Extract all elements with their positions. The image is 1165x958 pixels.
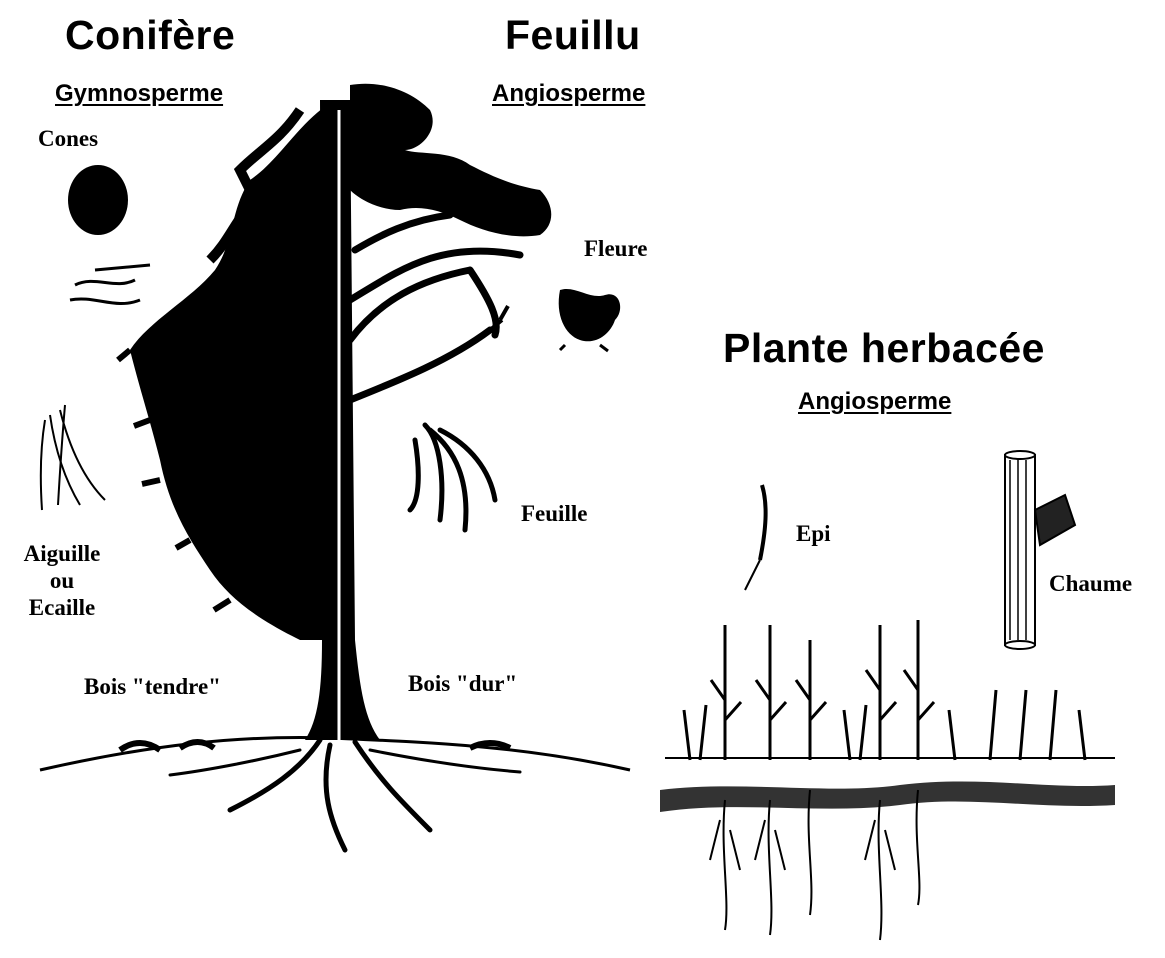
conifer-subtitle: Gymnosperme	[55, 80, 223, 108]
ear-icon	[745, 485, 766, 590]
soil-layer	[660, 781, 1115, 812]
grass-illustration	[660, 620, 1115, 940]
needle-label-line3: Ecaille	[8, 594, 116, 621]
herbaceous-title: Plante herbacée	[723, 325, 1045, 372]
culm-label: Chaume	[1049, 571, 1132, 597]
flower-icon	[559, 289, 621, 351]
deciduous-title: Feuillu	[505, 12, 641, 59]
culm-icon	[1005, 451, 1075, 649]
ear-label: Epi	[796, 521, 831, 547]
needle-label: Aiguille ou Ecaille	[8, 540, 116, 621]
conifer-crown	[118, 100, 340, 640]
softwood-label: Bois "tendre"	[84, 674, 221, 700]
herbaceous-subtitle: Angiosperme	[798, 388, 951, 416]
needle-icon	[41, 405, 105, 510]
leaf-label: Feuille	[521, 501, 587, 527]
conifer-title: Conifère	[65, 12, 235, 59]
hardwood-label: Bois "dur"	[408, 671, 517, 697]
leaf-icon	[410, 425, 495, 530]
flower-label: Fleure	[584, 236, 647, 262]
cone-icon	[68, 165, 150, 304]
tree-roots	[170, 740, 520, 850]
cones-label: Cones	[38, 126, 98, 152]
deciduous-crown	[350, 84, 551, 400]
deciduous-subtitle: Angiosperme	[492, 80, 645, 108]
needle-label-line2: ou	[8, 567, 116, 594]
needle-label-line1: Aiguille	[8, 540, 116, 567]
